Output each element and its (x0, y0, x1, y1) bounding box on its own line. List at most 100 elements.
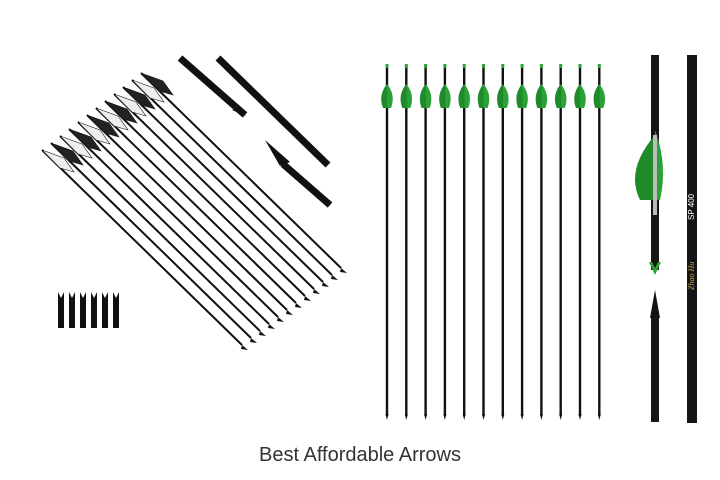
arrow-point (322, 282, 329, 287)
arrow-fletch (477, 84, 484, 108)
arrow-fletch (535, 84, 542, 108)
closeup-fletch (655, 130, 664, 200)
arrow-shaft (540, 66, 543, 416)
black-arrow (41, 149, 248, 350)
arrow-nock (501, 64, 505, 68)
product-photos: SP 500 SP 400 Zhao Hu (41, 55, 697, 423)
closeup-arrow-point (232, 108, 246, 116)
arrow-closeup-photo: SP 400 Zhao Hu (635, 55, 697, 423)
green-arrow (516, 64, 528, 420)
closeup-wrap (653, 135, 657, 215)
arrow-shaft (50, 142, 252, 339)
arrow-fletch (419, 84, 426, 108)
arrow-point (482, 414, 485, 420)
closeup-point (650, 290, 660, 318)
closeup-arrow-point (265, 140, 290, 166)
arrow-shaft (559, 66, 562, 416)
arrow-point (424, 414, 428, 420)
arrow-nock (69, 292, 75, 328)
arrow-fletch (439, 84, 445, 108)
arrow-nock (462, 64, 466, 68)
brand-logo: Zhao Hu (687, 262, 696, 290)
arrow-point (443, 414, 447, 420)
arrow-point (250, 338, 257, 343)
arrow-nock (520, 64, 524, 68)
arrow-nock (80, 292, 86, 328)
arrow-point (404, 414, 408, 420)
black-arrow (68, 128, 275, 329)
arrow-point (462, 414, 466, 420)
green-arrow (574, 64, 586, 420)
green-arrow (400, 64, 413, 420)
arrow-shaft (95, 107, 297, 304)
arrow-nock (559, 64, 563, 68)
arrow-shaft (77, 121, 279, 318)
arrow-fletch (593, 84, 600, 108)
green-arrows-photo (381, 64, 606, 420)
arrow-shaft (104, 100, 306, 297)
arrow-point (331, 275, 338, 280)
arrow-shaft (59, 135, 261, 332)
black-arrow (59, 135, 266, 336)
arrow-fletch (41, 149, 75, 173)
arrow-nock (102, 292, 108, 328)
arrow-fletch (574, 84, 580, 108)
arrow-fletch (444, 84, 451, 108)
green-arrow (593, 64, 606, 420)
closeup-fletch (635, 135, 655, 200)
arrow-shaft (463, 66, 466, 416)
black-arrows-photo: SP 500 (41, 55, 347, 350)
arrow-fletch (599, 84, 606, 108)
arrow-fletch (68, 128, 102, 152)
arrow-fletch (86, 114, 120, 138)
green-arrow (554, 64, 567, 420)
arrow-nock (113, 292, 119, 328)
arrow-nock (597, 64, 601, 68)
arrow-point (559, 414, 563, 420)
arrow-fletch (483, 84, 490, 108)
arrow-fletch (140, 72, 174, 96)
arrow-shaft (131, 79, 333, 276)
arrow-fletch (131, 79, 165, 103)
arrow-shaft (501, 66, 504, 416)
arrow-shaft (520, 66, 524, 416)
arrow-nock (91, 292, 97, 328)
arrow-shaft (385, 66, 389, 416)
green-arrow (381, 64, 393, 420)
black-arrow (50, 142, 257, 343)
arrow-shaft (443, 66, 447, 416)
arrow-fletch (122, 86, 156, 110)
closeup-labeled-shaft (687, 55, 697, 423)
arrow-point (259, 331, 266, 336)
arrow-nock (424, 64, 428, 68)
closeup-nock (649, 262, 661, 275)
arrow-fletch (580, 84, 586, 108)
arrow-fletch (516, 84, 523, 108)
arrow-fletch (77, 121, 111, 145)
arrow-point (304, 296, 311, 301)
arrow-fletch (95, 107, 129, 131)
arrow-shaft (122, 86, 324, 283)
arrow-point (313, 289, 320, 294)
arrow-shaft (578, 66, 582, 416)
arrow-point (520, 414, 524, 420)
arrow-fletch (464, 84, 470, 108)
arrow-nock (404, 64, 408, 68)
arrow-fletch (50, 142, 84, 166)
arrow-fletch (59, 135, 93, 159)
closeup-arrow-shaft (177, 55, 248, 118)
black-arrow (113, 93, 320, 294)
black-arrow (122, 86, 329, 287)
green-arrow (535, 64, 548, 420)
arrow-shaft (86, 114, 288, 311)
green-arrow (497, 64, 509, 420)
black-arrow (104, 100, 311, 301)
arrow-point (597, 414, 601, 420)
arrow-point (295, 303, 302, 308)
shaft-label: SP 400 (687, 193, 696, 220)
arrow-fletch (554, 84, 561, 108)
arrow-fletch (425, 84, 432, 108)
arrow-nock (58, 292, 64, 328)
arrow-shaft (424, 66, 427, 416)
black-arrow (77, 121, 284, 322)
